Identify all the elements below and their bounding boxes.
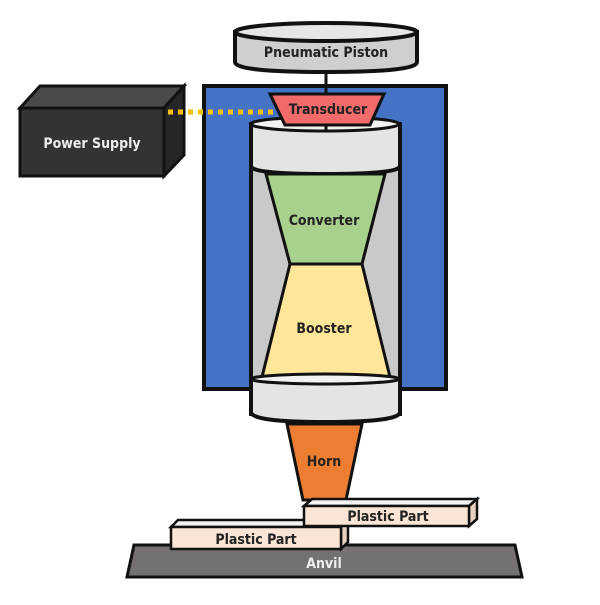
transducer: Transducer bbox=[267, 92, 387, 131]
plastic-part-lower-label: Plastic Part bbox=[215, 532, 296, 548]
horn: Horn bbox=[285, 422, 364, 502]
power-supply-label: Power Supply bbox=[43, 136, 140, 152]
anvil-label: Anvil bbox=[306, 556, 342, 572]
pneumatic-piston-label: Pneumatic Piston bbox=[264, 45, 388, 61]
transducer-label: Transducer bbox=[289, 102, 368, 118]
booster-label: Booster bbox=[296, 321, 352, 337]
horn-label: Horn bbox=[307, 454, 341, 470]
plastic-part-upper: Plastic Part bbox=[300, 496, 481, 529]
housing-bottom-ring bbox=[249, 372, 402, 425]
plastic-part-upper-label: Plastic Part bbox=[347, 509, 428, 525]
anvil: Anvil bbox=[125, 543, 524, 579]
booster: Booster bbox=[260, 262, 392, 379]
pneumatic-piston: Pneumatic Piston bbox=[233, 21, 419, 75]
converter: Converter bbox=[264, 172, 387, 266]
power-supply: Power Supply bbox=[16, 82, 188, 180]
converter-label: Converter bbox=[289, 213, 360, 229]
